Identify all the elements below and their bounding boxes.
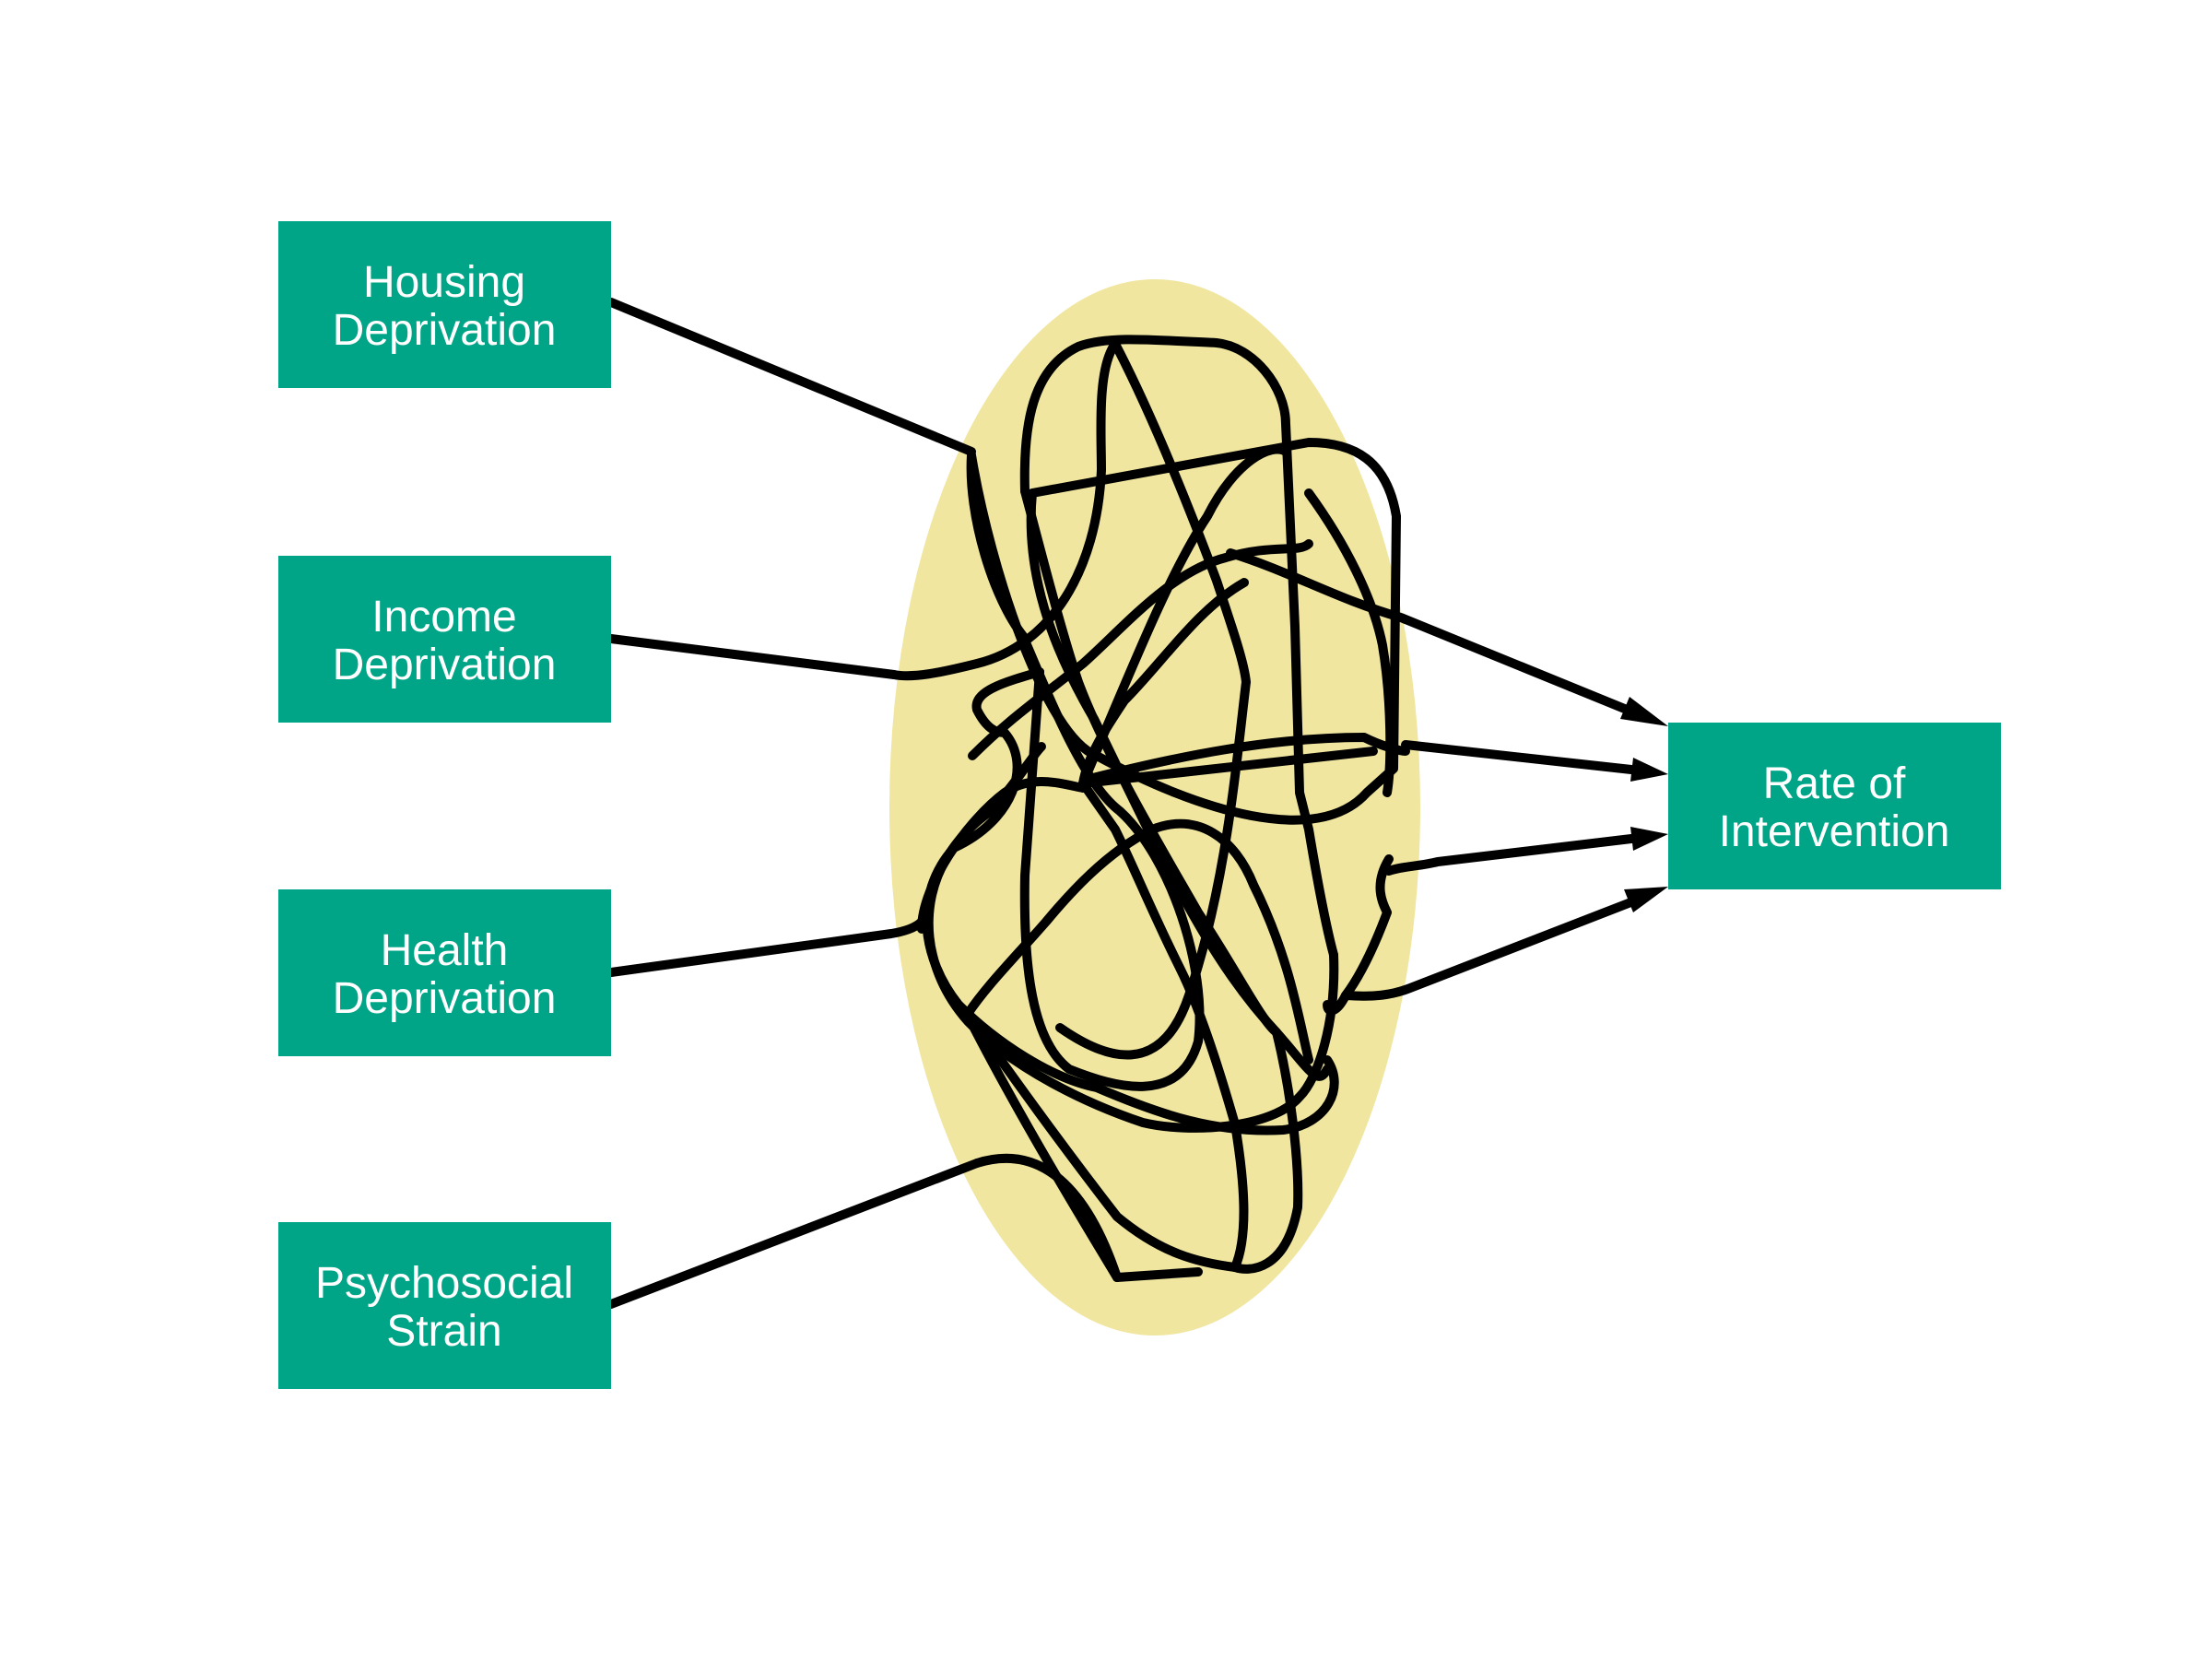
factor-label-line: Income	[371, 593, 516, 641]
connector-psychosocial	[606, 1159, 982, 1309]
factor-label-line: Deprivation	[333, 974, 557, 1023]
tangle-curve	[1078, 444, 1290, 1272]
result-box-rate-of-intervention: Rate of Intervention	[1668, 723, 2001, 889]
connector-income	[606, 634, 899, 679]
tangle-curve	[968, 539, 1313, 760]
result-label-line: Intervention	[1719, 807, 1950, 856]
factor-box-psychosocial: Psychosocial Strain	[278, 1222, 611, 1389]
tangle-curve	[972, 1154, 1122, 1282]
factor-label-line: Housing	[363, 258, 525, 307]
arrowhead-icon	[1620, 697, 1668, 726]
arrowhead-icon	[1624, 887, 1668, 912]
arrow-line-4	[1341, 897, 1638, 1001]
connector-health	[606, 917, 926, 977]
tangle-curve	[1020, 487, 1303, 1274]
factor-label-line: Strain	[386, 1307, 501, 1356]
tangle-curve	[967, 438, 1401, 1081]
tangled-lines	[889, 335, 1410, 1282]
tangle-curve	[963, 818, 1313, 1272]
factor-box-housing: Housing Deprivation	[278, 221, 611, 388]
factor-box-health: Health Deprivation	[278, 889, 611, 1056]
tangle-curve	[963, 1011, 1203, 1282]
arrow-line-3	[1384, 834, 1636, 876]
factor-label-line: Psychosocial	[315, 1259, 573, 1308]
factor-box-income: Income Deprivation	[278, 556, 611, 723]
arrowhead-icon	[1630, 827, 1668, 851]
input-connectors	[606, 298, 982, 1309]
factor-label-line: Health	[381, 926, 509, 975]
result-label-line: Rate of	[1763, 759, 1906, 808]
arrow-line-1	[1226, 548, 1636, 716]
factor-label-line: Deprivation	[333, 641, 557, 689]
arrow-line-2	[1401, 740, 1636, 774]
arrowhead-icon	[1630, 758, 1668, 782]
tangle-curve	[1019, 335, 1338, 959]
connector-housing	[606, 298, 976, 456]
tangle-curve	[889, 339, 1120, 681]
tangle-curve	[966, 451, 1205, 1091]
tangle-curve	[1078, 578, 1378, 788]
factor-label-line: Deprivation	[333, 306, 557, 355]
tangle-curve	[1323, 854, 1394, 1016]
output-arrows	[1226, 548, 1668, 1001]
tangle-curve	[1055, 339, 1251, 1060]
tangle-curve	[1304, 488, 1395, 797]
tangle-curve	[917, 777, 1088, 934]
